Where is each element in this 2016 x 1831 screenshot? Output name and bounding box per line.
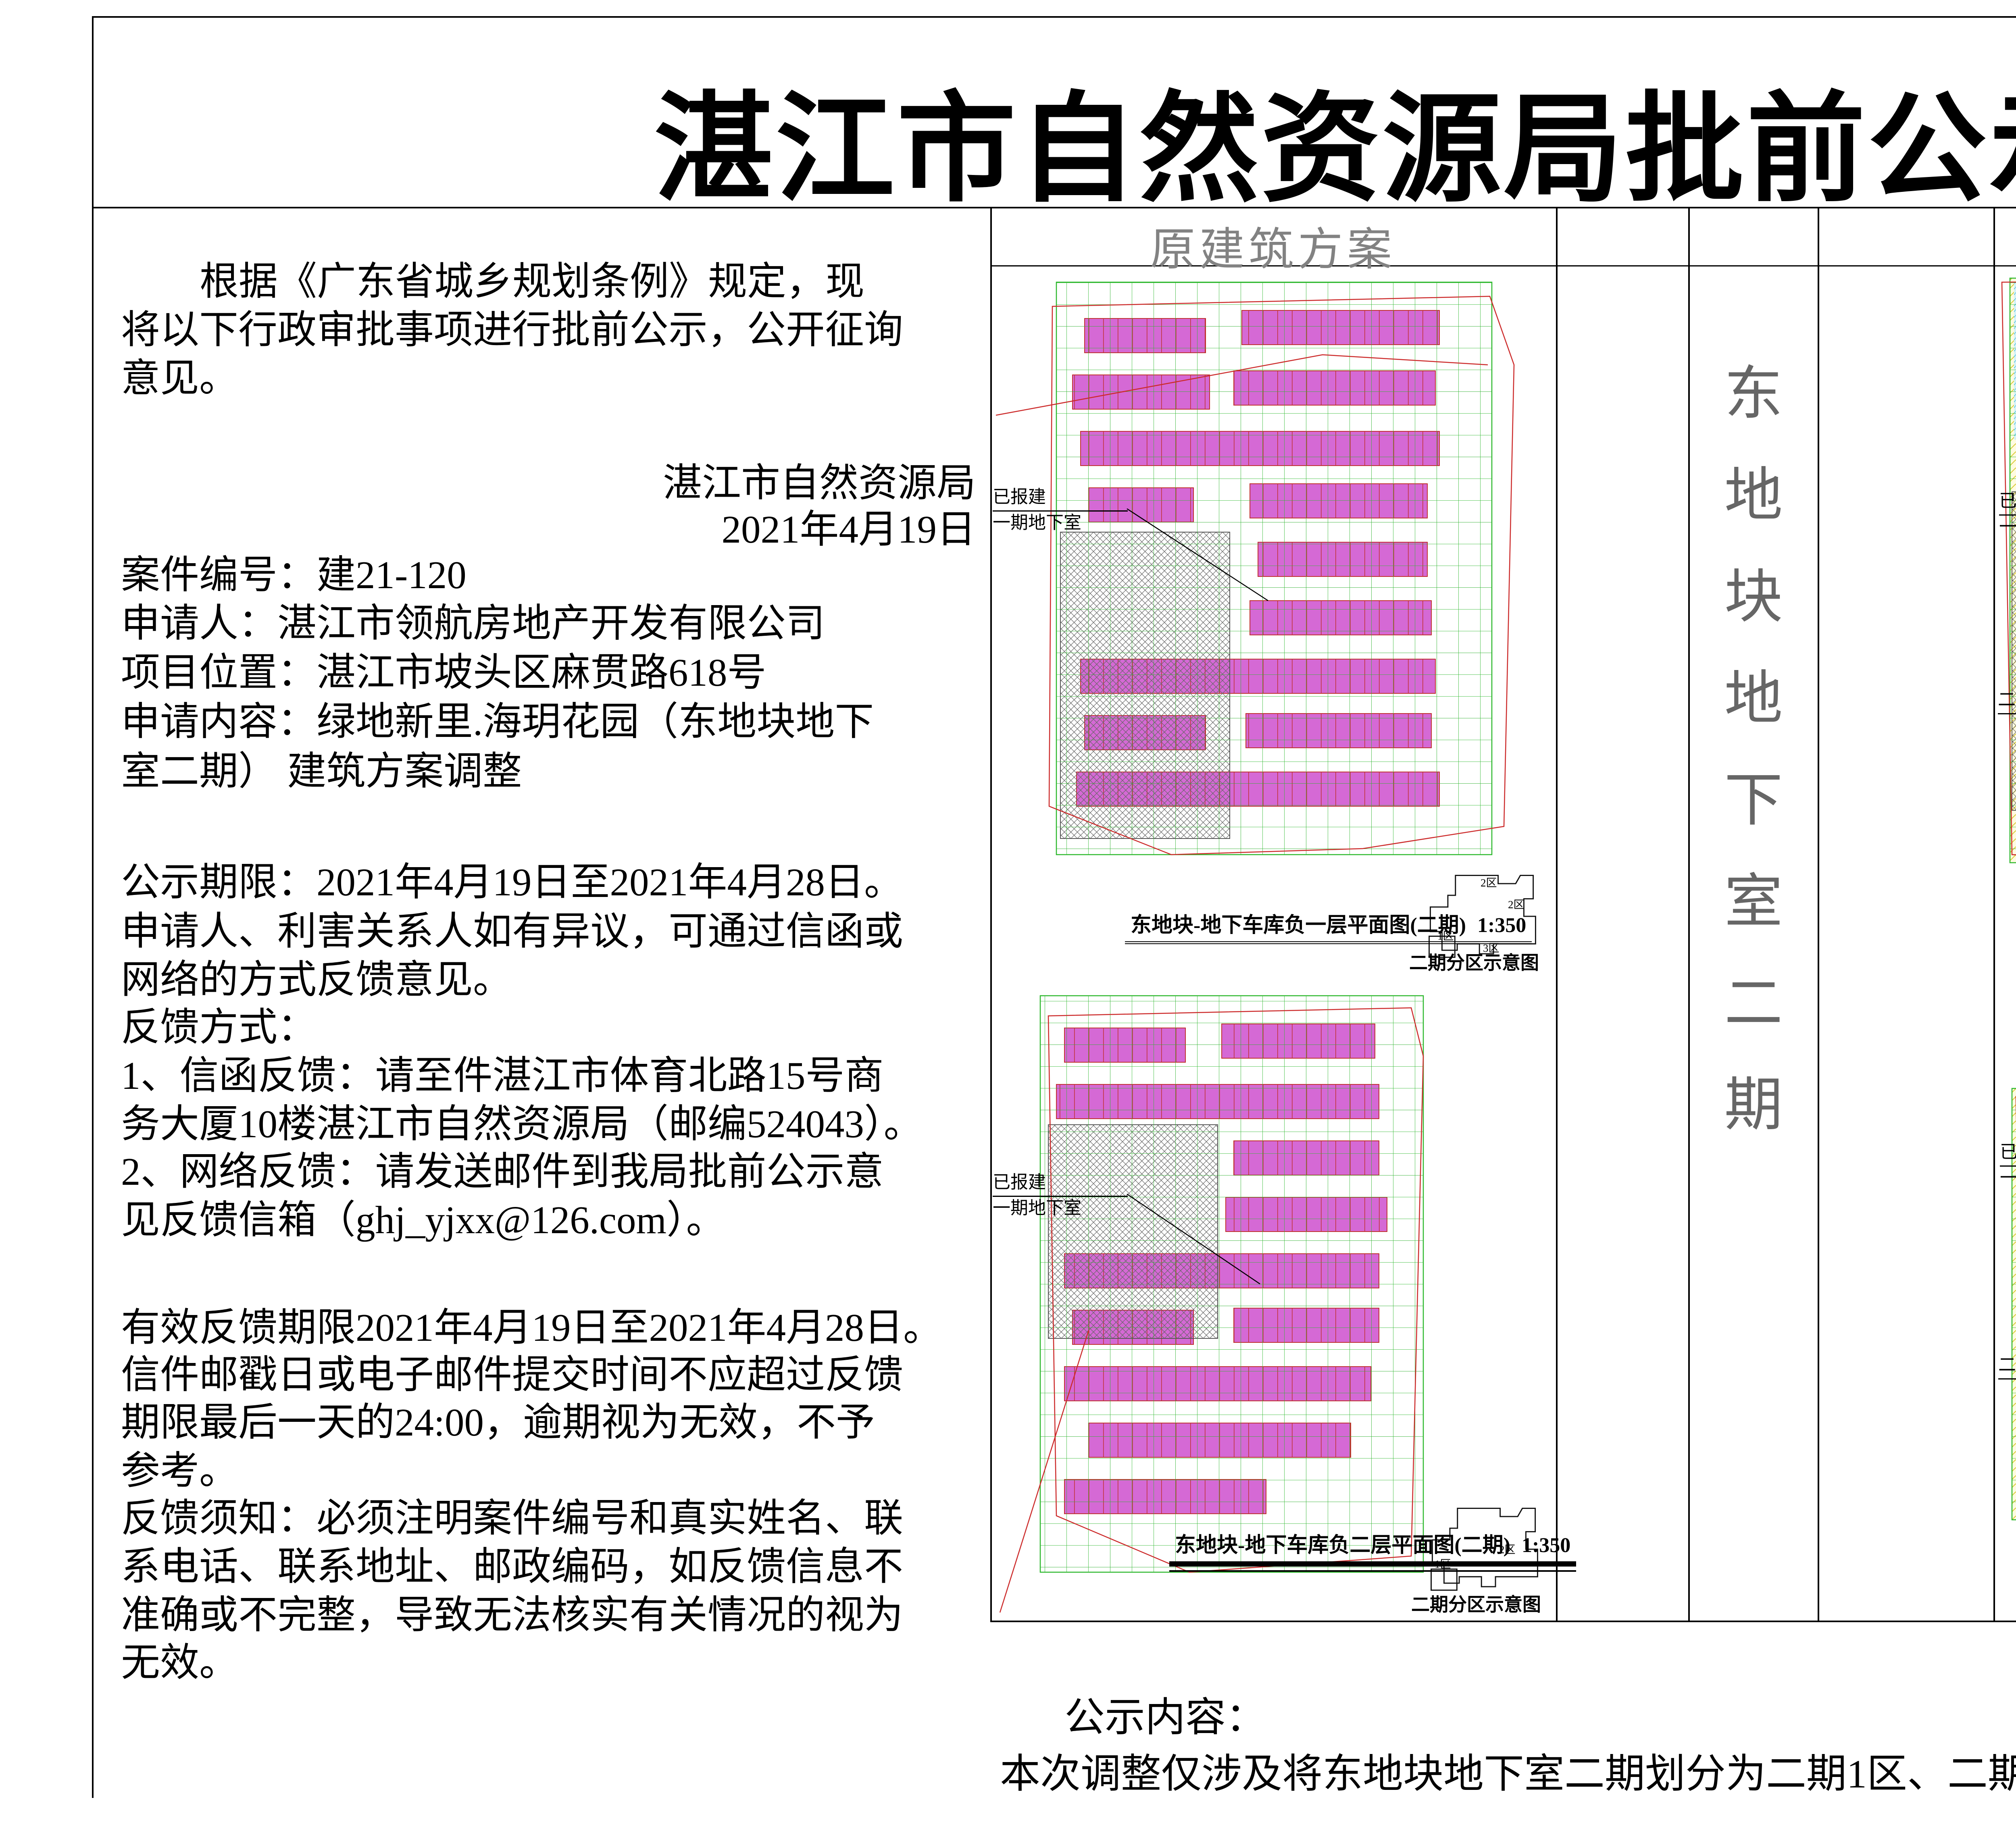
built-label-line2: 一期地下室 (1999, 517, 2016, 537)
built-phase1-label: 已报建 一期地下室 (993, 486, 1128, 534)
page-title: 湛江市自然资源局批前公示 (654, 84, 2016, 216)
location-line: 项目位置：湛江市坡头区麻贯路618号 (121, 651, 766, 694)
strip-char: 室 (1724, 870, 1783, 934)
original-plan-header: 原建筑方案 (1150, 225, 1396, 275)
diagram-title: 二期分区示意图 (1409, 953, 1539, 973)
plan-adjusted-b2 (2011, 1088, 2016, 1521)
feedback-mail-line: 务大厦10楼湛江市自然资源局（邮编524043）。 (121, 1103, 923, 1146)
built-label-line2: 一期地下室 (2000, 1168, 2016, 1188)
period-line: 公示期限：2021年4月19日至2021年4月28日。 (121, 861, 903, 904)
content-line: 申请内容：绿地新里.海玥花园（东地块地下 (121, 700, 874, 743)
diagram-title: 二期分区示意图 (1411, 1594, 1541, 1615)
caption-scale: 1:350 (1521, 1534, 1571, 1557)
valid-period-line: 参考。 (121, 1449, 238, 1492)
right-panel-left-border (1993, 208, 1995, 1621)
feedback-email-line: 2、网络反馈：请发送邮件到我局批前公示意 (121, 1150, 884, 1193)
zone1-label-left: 二期地下室1区 (1998, 1354, 2016, 1379)
content-line: 室二期） 建筑方案调整 (121, 750, 522, 793)
zone1-label-left: 二期地下室1区 (1998, 689, 2016, 714)
zone-diagram-lb (1431, 1508, 1538, 1591)
notice-signature: 湛江市自然资源局 (663, 462, 976, 505)
feedback-notes-line: 准确或不完整，导致无法核实有关情况的视为 (121, 1594, 903, 1637)
built-phase1-label: 已报建 一期地下室 (1999, 490, 2016, 538)
valid-period-line: 信件邮戳日或电子邮件提交时间不应超过反馈 (121, 1353, 903, 1396)
caption-original-b2: 东地块-地下车库负二层平面图(二期) 1:350 (1169, 1528, 1577, 1572)
zone-label-text: 二期地下室1区 (1998, 1354, 2016, 1379)
sheet-top-border (92, 16, 2016, 18)
notice-date: 2021年4月19日 (721, 508, 976, 551)
title-separator-line (92, 207, 2016, 208)
feedback-notes-line: 反馈须知：必须注明案件编号和真实姓名、联 (121, 1497, 903, 1540)
strip-char: 期 (1724, 1073, 1783, 1138)
middle-strip-label: 东 地 块 地 下 室 二 期 (1697, 346, 1810, 1142)
caption-text: 东地块-地下车库负一层平面图(二期) (1131, 914, 1466, 937)
plan-adjusted-b1 (2001, 277, 2016, 863)
valid-period-line: 期限最后一天的24:00，逾期视为无效，不予 (121, 1401, 875, 1444)
zone-diagram-lt (1429, 875, 1536, 958)
strip-char: 东 (1724, 362, 1783, 427)
caption-text: 东地块-地下车库负二层平面图(二期) (1175, 1534, 1510, 1557)
built-label-line1: 已报建 (2000, 1141, 2016, 1167)
built-phase1-label: 已报建 一期地下室 (993, 1171, 1128, 1219)
sheet-left-border (92, 16, 94, 1798)
panels-bottom-border (990, 1621, 2016, 1622)
feedback-notes-line: 系电话、联系地址、邮政编码，如反馈信息不 (121, 1545, 903, 1588)
feedback-mail-line: 1、信函反馈：请至件湛江市体育北路15号商 (121, 1054, 884, 1097)
zone-label-text: 二期地下室1区 (1998, 689, 2016, 714)
strip-char: 地 (1724, 667, 1783, 731)
diagram-zone-label: 1区 (1437, 930, 1454, 942)
period-line: 申请人、利害关系人如有异议，可通过信函或 (121, 910, 903, 953)
notice-line: 意见。 (121, 357, 238, 400)
built-label-line2: 一期地下室 (993, 1198, 1081, 1218)
feedback-method-line: 反馈方式： (121, 1006, 317, 1049)
text-panel-divider (990, 208, 992, 1621)
diagram-zone-label: 2区 (1499, 1544, 1516, 1556)
applicant-line: 申请人：湛江市领航房地产开发有限公司 (121, 602, 825, 645)
period-line: 网络的方式反馈意见。 (121, 958, 512, 1001)
middle-strip-right-border (1818, 208, 1819, 1621)
built-label-line1: 已报建 (1999, 490, 2016, 516)
case-number-line: 案件编号：建21-120 (121, 553, 467, 597)
built-phase1-label: 已报建 一期地下室 (2000, 1141, 2016, 1189)
feedback-email-line: 见反馈信箱（ghj_yjxx@126.com）。 (121, 1198, 725, 1242)
notice-line: 将以下行政审批事项进行批前公示，公开征询 (121, 308, 903, 352)
footer-heading: 公示内容： (1064, 1695, 1266, 1740)
caption-scale: 1:350 (1477, 914, 1527, 937)
built-label-line1: 已报建 (993, 486, 1128, 512)
middle-strip-left-border (1688, 208, 1690, 1621)
built-label-line2: 一期地下室 (993, 513, 1081, 533)
valid-period-line: 有效反馈期限2021年4月19日至2021年4月28日。 (121, 1306, 942, 1349)
panel-header-underline (990, 265, 2016, 266)
plan-original-b2 (999, 995, 1424, 1613)
built-label-line1: 已报建 (993, 1171, 1128, 1197)
plan-original-b1 (996, 281, 1515, 855)
diagram-zone-label: 2区 (1508, 899, 1524, 911)
strip-char: 地 (1724, 464, 1783, 528)
footer-body: 本次调整仅涉及将东地块地下室二期划分为二期1区、二期2区、二期3区，不涉及平面和… (1000, 1752, 2016, 1796)
left-panel-right-border (1556, 208, 1558, 1621)
feedback-notes-line: 无效。 (121, 1641, 238, 1684)
diagram-zone-label: 2区 (1481, 877, 1497, 889)
strip-char: 二 (1724, 972, 1783, 1036)
caption-original-b1: 东地块-地下车库负一层平面图(二期) 1:350 (1125, 908, 1532, 944)
notice-line: 根据《广东省城乡规划条例》规定，现 (200, 260, 864, 303)
diagram-zone-label: 1区 (1435, 1558, 1451, 1570)
strip-char: 块 (1724, 565, 1783, 630)
strip-char: 下 (1724, 768, 1783, 833)
diagram-zone-label: 3区 (1483, 942, 1500, 954)
